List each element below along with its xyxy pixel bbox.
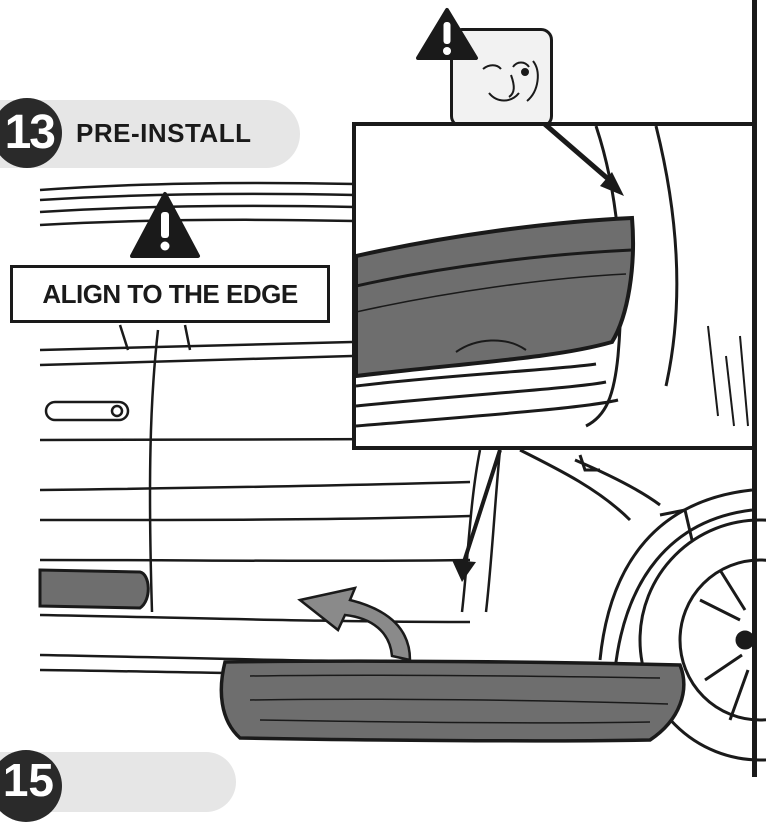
warning-triangle-icon (128, 190, 202, 260)
align-callout: ALIGN TO THE EDGE (10, 265, 330, 323)
door-handle (46, 402, 128, 420)
align-callout-text: ALIGN TO THE EDGE (13, 268, 327, 320)
curved-arrow-icon (300, 588, 410, 660)
inset-running-board (356, 218, 633, 376)
door-molding (40, 570, 148, 608)
detail-inset-drawing (356, 126, 753, 446)
step-number-13: 13 (0, 98, 62, 168)
detail-inset (352, 122, 757, 450)
step-title-13: PRE-INSTALL (76, 118, 251, 149)
running-board-panel (221, 661, 683, 741)
page-edge-rule (752, 0, 757, 777)
instruction-page: 13 PRE-INSTALL ALIGN TO THE EDGE (0, 0, 766, 777)
warning-triangle-icon (414, 6, 480, 62)
